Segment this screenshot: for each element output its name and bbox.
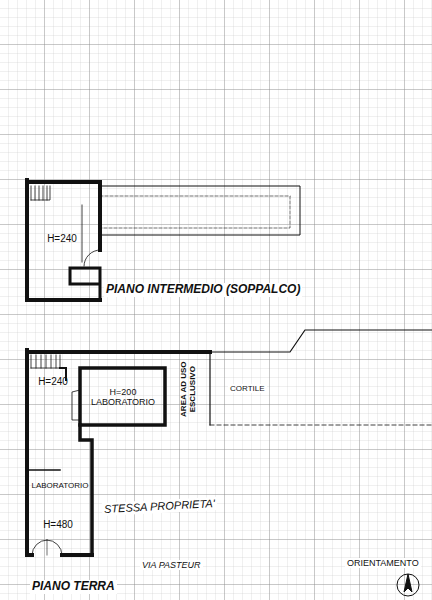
orientation-label: ORIENTAMENTO (345, 558, 421, 568)
room-label: H=240 (47, 233, 77, 245)
room-label: H=240 (38, 376, 68, 388)
area-label: AREA AD USO ESCLUSIVO (179, 357, 197, 421)
room-name: LABORATORIO (29, 478, 91, 494)
room-height: H=240 (30, 372, 76, 392)
street-name: VIA PASTEUR (140, 560, 203, 570)
area-name: CORTILE (228, 384, 267, 393)
room-label: LABORATORIO (91, 397, 155, 407)
room-height: H=240 (32, 228, 92, 250)
room-box: H=200LABORATORIO (84, 373, 162, 421)
room-label: H=200 (110, 387, 137, 397)
room-label: LABORATORIO (31, 481, 88, 490)
floor-title: PIANO INTERMEDIO (SOPPALCO) (104, 283, 302, 297)
walls (27, 180, 432, 555)
exclusive-area-strip: AREA AD USO ESCLUSIVO (168, 355, 208, 423)
room-label: H=480 (43, 519, 73, 531)
floor-title: PIANO TERRA (30, 580, 117, 594)
north-arrow (397, 574, 419, 596)
room-height: H=480 (30, 515, 86, 535)
